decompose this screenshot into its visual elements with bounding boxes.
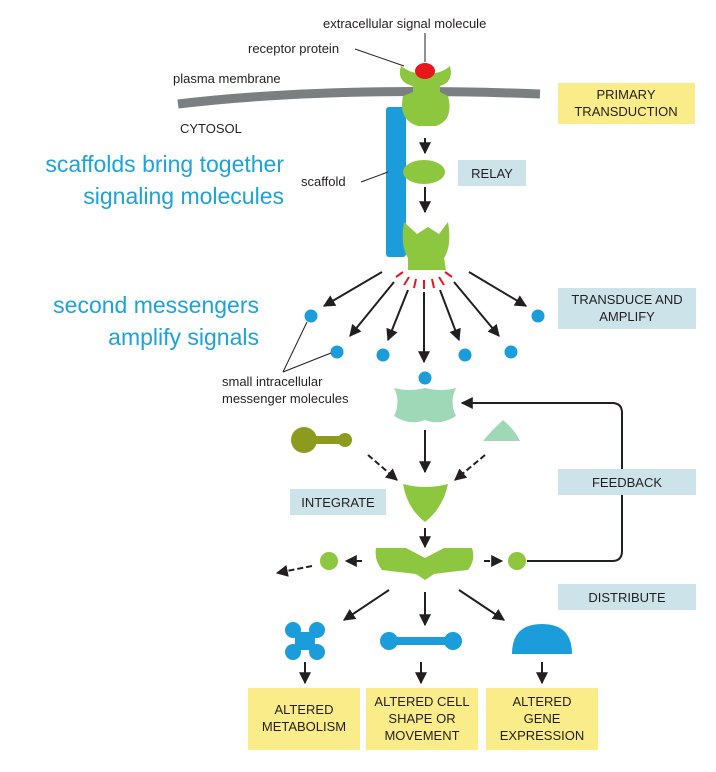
svg-text:EXPRESSION: EXPRESSION — [500, 728, 585, 743]
stage-box-distribute: DISTRIBUTE — [558, 584, 696, 610]
annotation-second-messengers-2: amplify signals — [108, 324, 259, 350]
annotation-scaffolds-1: scaffolds bring together — [45, 151, 284, 177]
stage-box-relay: RELAY — [458, 160, 526, 186]
stage-box-feedback: FEEDBACK — [558, 469, 696, 495]
activation-burst — [395, 271, 453, 289]
receptor-protein — [399, 63, 451, 126]
pointer-line — [360, 171, 389, 183]
cytoskeletal-protein — [380, 632, 462, 650]
integrate-arrows — [367, 430, 486, 481]
svg-text:RELAY: RELAY — [471, 166, 513, 181]
svg-text:INTEGRATE: INTEGRATE — [301, 495, 375, 510]
amplification-arrows — [322, 271, 528, 364]
outcome-box-cell-shape: ALTERED CELL SHAPE OR MOVEMENT — [366, 688, 478, 750]
messenger-target-protein — [394, 388, 456, 423]
plasma-membrane — [177, 87, 541, 109]
svg-text:PRIMARY: PRIMARY — [597, 87, 656, 102]
outcome-box-metabolism: ALTERED METABOLISM — [248, 688, 360, 750]
messenger-molecules — [304, 309, 545, 385]
scaffold-enzyme — [402, 222, 450, 270]
metabolic-enzyme — [285, 622, 325, 660]
label-small-messenger-1: small intracellular — [222, 374, 323, 389]
svg-text:FEEDBACK: FEEDBACK — [592, 475, 662, 490]
svg-text:TRANSDUCE AND: TRANSDUCE AND — [571, 292, 682, 307]
stage-box-integrate: INTEGRATE — [290, 489, 386, 515]
label-cytosol: CYTOSOL — [180, 121, 242, 136]
svg-text:ALTERED: ALTERED — [275, 702, 334, 717]
triangle-protein — [483, 420, 520, 441]
svg-text:MOVEMENT: MOVEMENT — [384, 728, 459, 743]
scaffold-bar — [386, 107, 406, 257]
annotation-scaffolds-2: signaling molecules — [83, 183, 284, 209]
stage-box-transduce-amplify: TRANSDUCE AND AMPLIFY — [558, 288, 696, 329]
gene-regulatory-protein — [512, 624, 572, 654]
pointer-line — [282, 352, 332, 373]
arrow — [275, 564, 313, 577]
svg-text:ALTERED: ALTERED — [513, 694, 572, 709]
svg-text:DISTRIBUTE: DISTRIBUTE — [588, 590, 666, 605]
label-plasma-membrane: plasma membrane — [173, 71, 281, 86]
svg-text:ALTERED CELL: ALTERED CELL — [374, 694, 469, 709]
relay-protein — [403, 160, 445, 184]
label-receptor-protein: receptor protein — [248, 41, 339, 56]
left-output-molecule — [320, 552, 338, 570]
label-small-messenger-2: messenger molecules — [222, 391, 349, 406]
distribute-arrows — [299, 589, 548, 685]
svg-text:AMPLIFY: AMPLIFY — [599, 309, 655, 324]
olive-protein — [291, 427, 352, 453]
distributor-protein — [375, 548, 474, 580]
svg-text:TRANSDUCTION: TRANSDUCTION — [574, 104, 677, 119]
svg-text:SHAPE OR: SHAPE OR — [388, 711, 455, 726]
label-scaffold: scaffold — [301, 174, 346, 189]
label-extracellular-signal-molecule: extracellular signal molecule — [323, 16, 486, 31]
outcome-box-gene-expression: ALTERED GENE EXPRESSION — [486, 688, 598, 750]
pointer-line — [282, 321, 308, 373]
stage-box-primary-transduction: PRIMARY TRANSDUCTION — [558, 83, 695, 124]
integrator-protein — [403, 484, 448, 522]
pointer-line — [354, 48, 405, 67]
annotation-second-messengers-1: second messengers — [53, 292, 259, 318]
svg-text:GENE: GENE — [524, 711, 561, 726]
svg-text:METABOLISM: METABOLISM — [262, 719, 346, 734]
right-output-molecule — [508, 552, 526, 570]
extracellular-signal-molecule — [415, 63, 435, 79]
